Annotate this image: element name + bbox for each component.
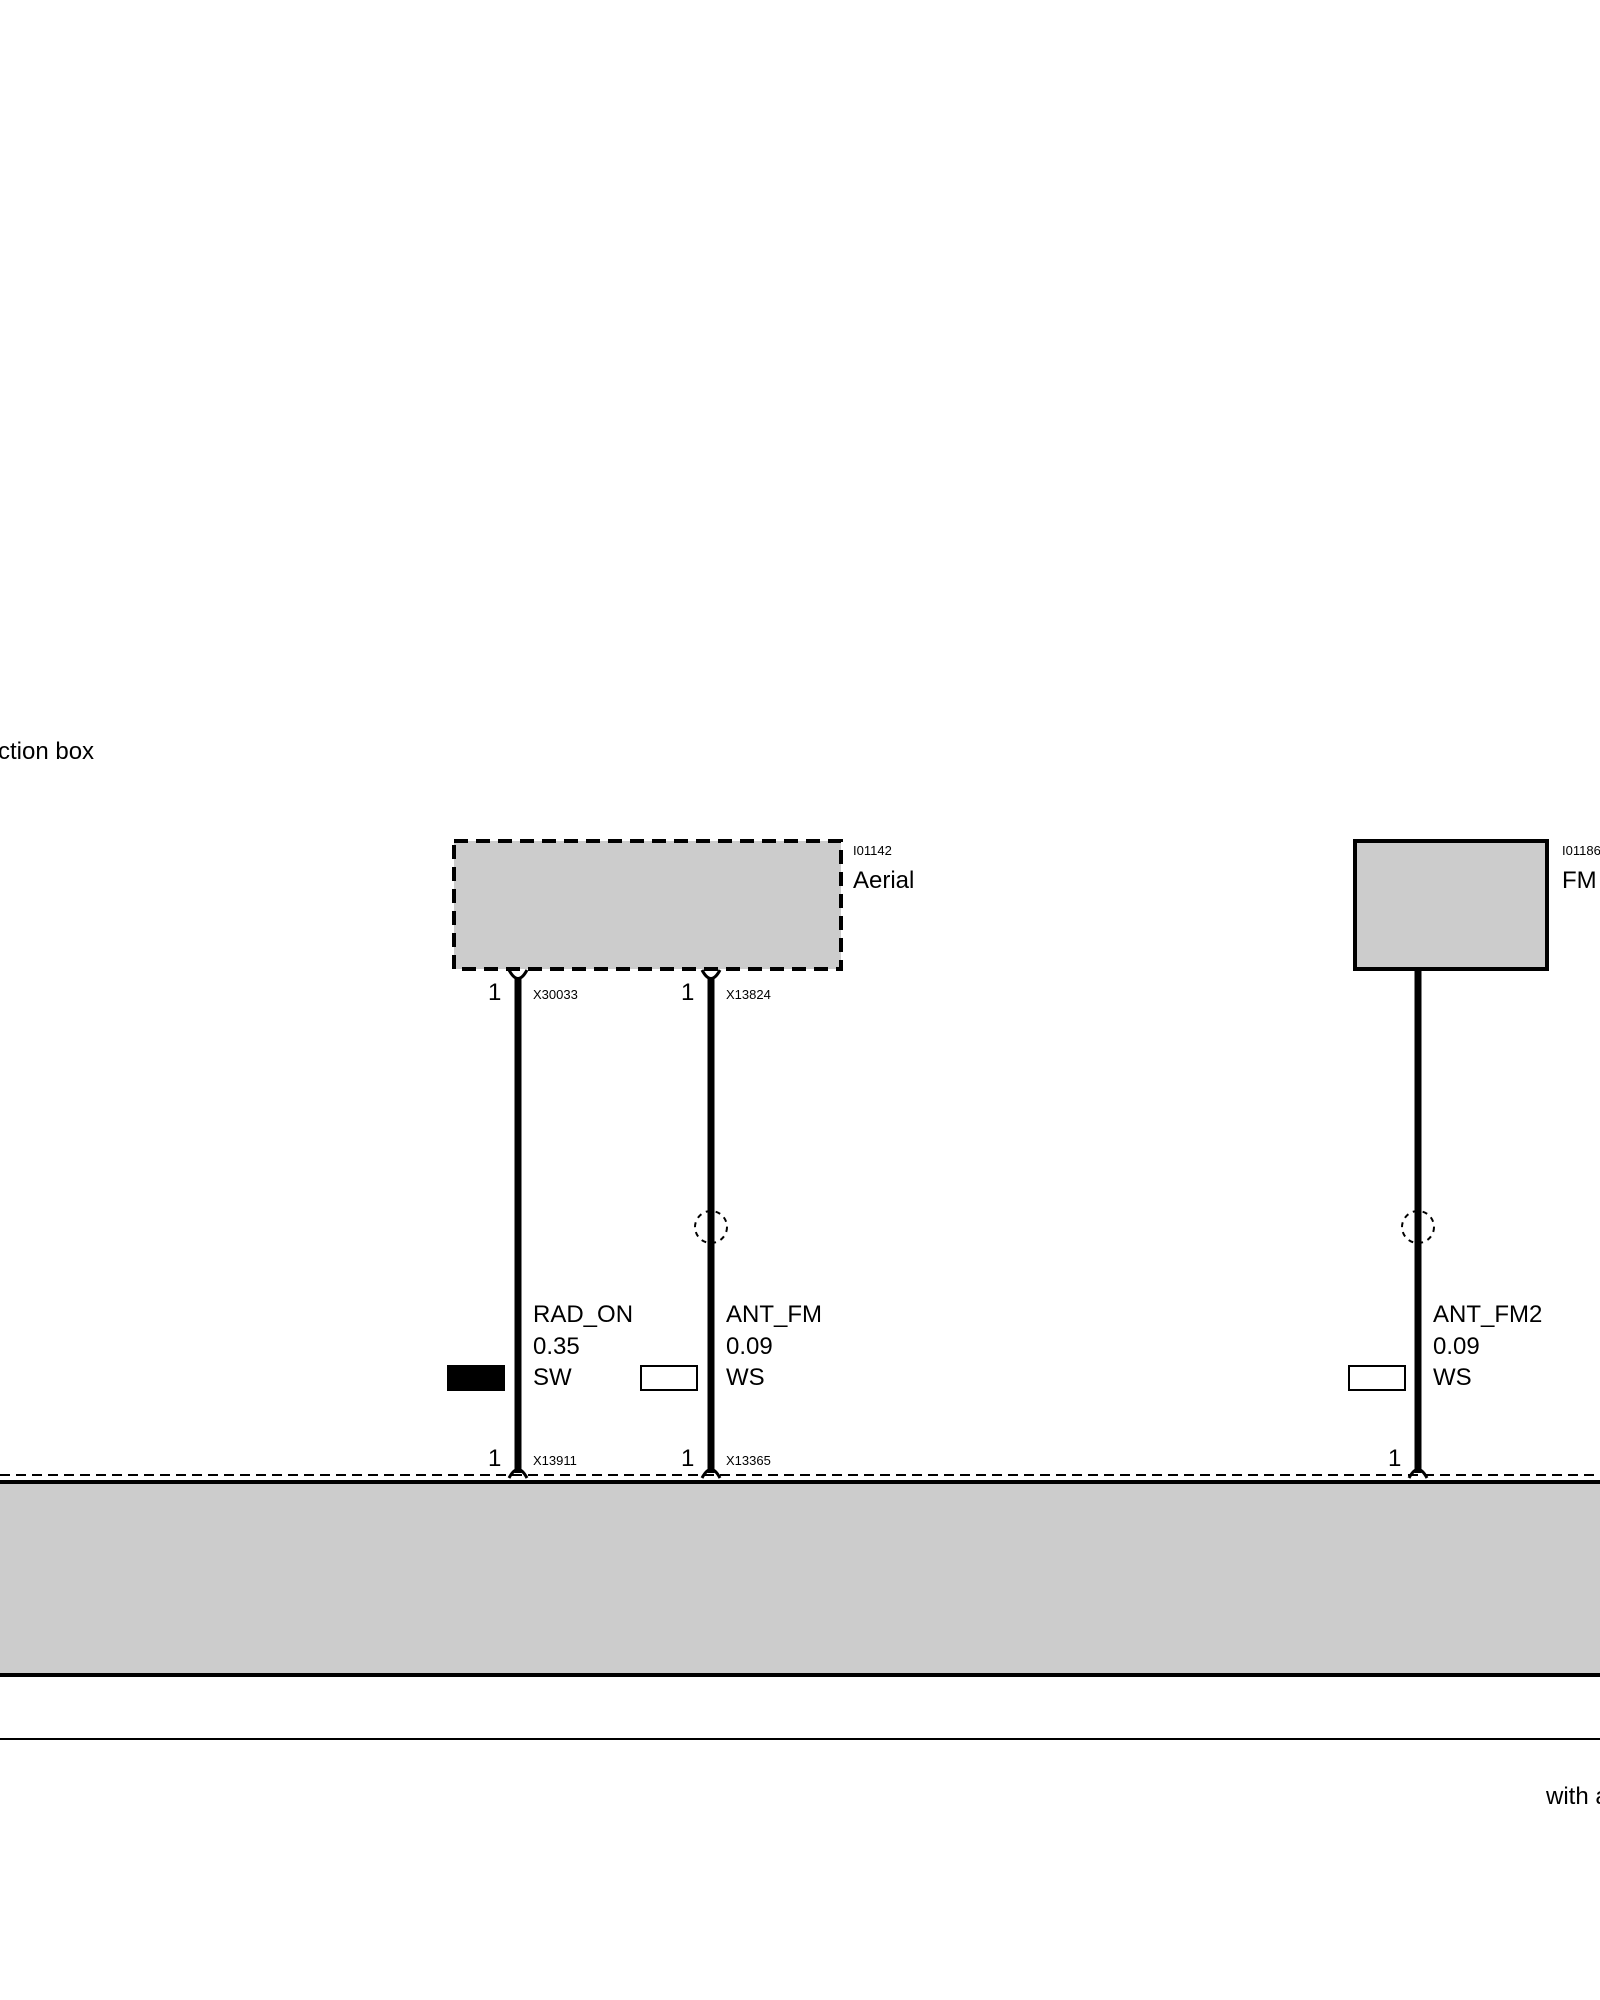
connector-bottom — [1407, 1468, 1429, 1479]
wire-signal-name: ANT_FM — [726, 1301, 822, 1328]
fm-component-box — [1353, 839, 1549, 971]
fm-component-name: FM — [1562, 867, 1597, 894]
wire-ant-fm: 1 X13824 1 X13365 ANT_FM 0.09 WS — [640, 969, 822, 1479]
wire-color-code: WS — [726, 1364, 765, 1391]
pin-number: 1 — [488, 979, 501, 1006]
aerial-component-name: Aerial — [853, 867, 914, 894]
wire-signal-name: RAD_ON — [533, 1301, 633, 1328]
wire-color-code: WS — [1433, 1364, 1472, 1391]
wire-color-swatch — [640, 1365, 698, 1391]
footer-partial-label: with a — [1545, 1783, 1600, 1810]
shield-icon — [1401, 1210, 1435, 1244]
pin-number: 1 — [1388, 1445, 1401, 1472]
aerial-component-id: I01142 — [853, 843, 892, 858]
bottom-module-box — [0, 1480, 1600, 1677]
wire-ant-fm2: 1 ANT_FM2 0.09 WS — [1348, 969, 1542, 1479]
shield-icon — [694, 1210, 728, 1244]
fm-component-id: I01186 — [1562, 843, 1600, 858]
wire-color-code: SW — [533, 1364, 572, 1391]
connector-id: X13365 — [726, 1453, 771, 1468]
connector-id: X30033 — [533, 987, 578, 1002]
pin-number: 1 — [681, 979, 694, 1006]
connector-bottom-x13911 — [507, 1468, 529, 1479]
junction-box-label: ction box — [0, 738, 94, 765]
connector-id: X13824 — [726, 987, 771, 1002]
wire-size: 0.09 — [1433, 1333, 1480, 1360]
pin-number: 1 — [488, 1445, 501, 1472]
connector-bottom-x13365 — [700, 1468, 722, 1479]
aerial-component-box — [452, 839, 843, 971]
pin-number: 1 — [681, 1445, 694, 1472]
connector-top-x13824 — [700, 969, 722, 980]
wire-color-swatch — [1348, 1365, 1406, 1391]
wire-size: 0.35 — [533, 1333, 580, 1360]
connector-id: X13911 — [533, 1453, 577, 1468]
wire-rad-on: 1 X30033 1 X13911 RAD_ON 0.35 SW — [447, 969, 633, 1479]
wire-size: 0.09 — [726, 1333, 773, 1360]
connector-top-x30033 — [507, 969, 529, 980]
wire-signal-name: ANT_FM2 — [1433, 1301, 1542, 1328]
wire-color-swatch — [447, 1365, 505, 1391]
